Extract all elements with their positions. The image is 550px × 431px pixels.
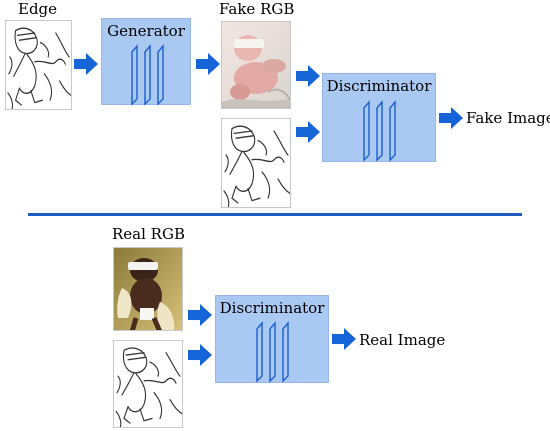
arrow-right-icon <box>196 53 220 75</box>
fake-rgb-photo <box>221 21 291 109</box>
fake-image-label: Fake Image <box>466 109 550 127</box>
discriminator-title: Discriminator <box>219 299 325 317</box>
edge-label: Edge <box>18 0 58 18</box>
arrow-right-icon <box>188 344 212 366</box>
discriminator-block-bottom: Discriminator <box>215 295 329 383</box>
arrow-right-icon <box>296 121 320 143</box>
discriminator-block-top: Discriminator <box>322 73 436 162</box>
real-rgb-photo <box>113 247 183 331</box>
edge-sketch-image <box>113 340 183 428</box>
edge-sketch-image <box>5 20 72 110</box>
layer-stack-icon <box>360 100 400 162</box>
real-rgb-label: Real RGB <box>112 225 185 243</box>
layer-stack-icon <box>128 44 168 106</box>
section-divider <box>28 213 522 216</box>
arrow-right-icon <box>332 328 356 350</box>
fake-rgb-label: Fake RGB <box>219 0 295 18</box>
layer-stack-icon <box>253 321 293 383</box>
arrow-right-icon <box>439 107 463 129</box>
real-image-label: Real Image <box>359 331 446 349</box>
arrow-right-icon <box>296 65 320 87</box>
generator-title: Generator <box>107 22 185 40</box>
generator-block: Generator <box>101 18 191 105</box>
arrow-right-icon <box>188 304 212 326</box>
edge-sketch-image <box>221 118 291 208</box>
discriminator-title: Discriminator <box>326 77 432 95</box>
arrow-right-icon <box>74 53 98 75</box>
